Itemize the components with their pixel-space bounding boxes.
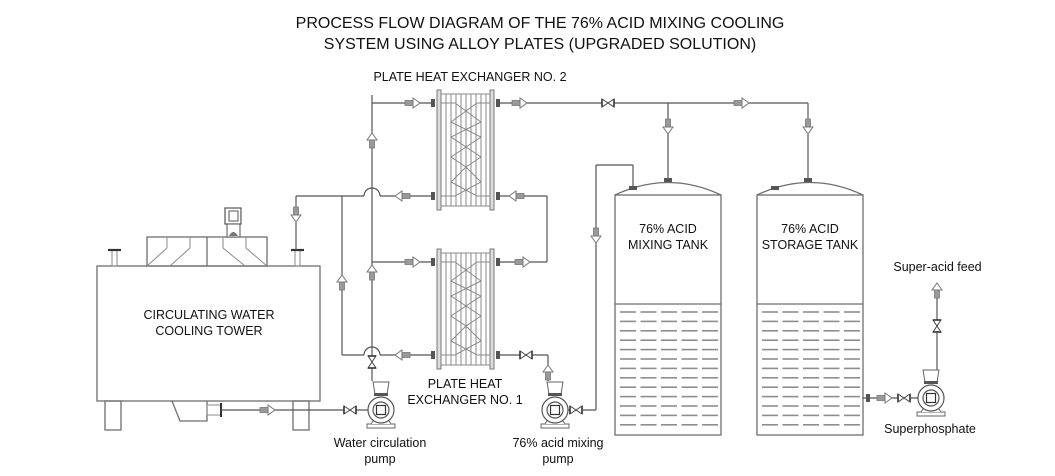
- acid-storage-tank: [756, 178, 864, 436]
- storage-tank-label-line2: STORAGE TANK: [761, 238, 859, 252]
- superphosphate-pump-icon: [916, 369, 946, 417]
- cooling-tower: [96, 207, 321, 431]
- acid-mixing-pump-icon: [540, 381, 570, 429]
- cooling-tower-label-line2: COOLING TOWER: [155, 324, 263, 338]
- plate-heat-exchanger-2: [431, 89, 500, 211]
- cooling-tower-label-line1: CIRCULATING WATER: [143, 308, 275, 322]
- fan-motor-icon: [224, 207, 242, 238]
- acid-mixing-tank: [614, 178, 722, 436]
- diagram-title-line1: PROCESS FLOW DIAGRAM OF THE 76% ACID MIX…: [295, 15, 785, 32]
- acid-piping: [500, 97, 943, 415]
- liquid-level-lines: [762, 311, 860, 426]
- superphosphate-pump-label: Superphosphate: [884, 422, 976, 436]
- mixing-tank-label-line2: MIXING TANK: [627, 238, 709, 252]
- water-circulation-pump-icon: [366, 381, 396, 429]
- water-pump-label-line1: Water circulation: [333, 436, 427, 450]
- acid-pump-label-line2: pump: [542, 452, 574, 466]
- plate-heat-exchanger-1: [431, 248, 500, 370]
- phe1-label-line1: PLATE HEAT: [427, 377, 503, 391]
- super-acid-feed-label: Super-acid feed: [893, 260, 982, 274]
- phe2-label: PLATE HEAT EXCHANGER NO. 2: [373, 70, 567, 84]
- diagram-title-line2: SYSTEM USING ALLOY PLATES (UPGRADED SOLU…: [323, 36, 757, 53]
- acid-pump-label-line1: 76% acid mixing: [512, 436, 604, 450]
- storage-tank-label-line1: 76% ACID: [781, 222, 839, 236]
- mixing-tank-label-line1: 76% ACID: [639, 222, 697, 236]
- water-pump-label-line2: pump: [364, 452, 396, 466]
- cooling-water-piping: [221, 95, 432, 416]
- liquid-level-lines: [620, 311, 718, 426]
- phe1-label-line2: EXCHANGER NO. 1: [407, 393, 523, 407]
